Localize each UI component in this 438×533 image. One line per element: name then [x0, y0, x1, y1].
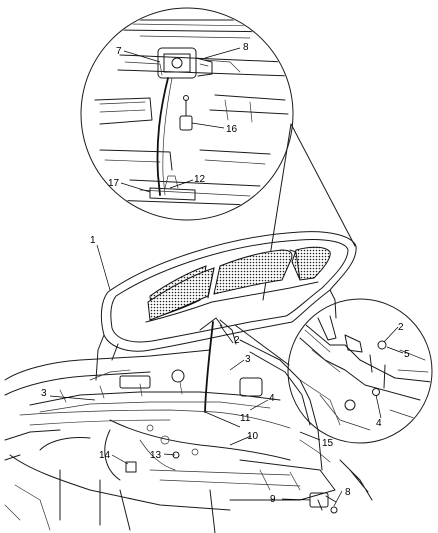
- callout-15: 15: [322, 438, 334, 449]
- callout-11: 11: [240, 413, 251, 424]
- callout-9: 9: [270, 494, 276, 505]
- callout-10: 10: [247, 431, 259, 442]
- callout-labels: 1 2 2 3 3 4 4 5 7 8 8 9 10 11 12 13 14 1…: [41, 42, 410, 505]
- callout-16: 16: [226, 124, 238, 135]
- latch-detail-view: [80, 7, 294, 221]
- leader-lines: [49, 47, 404, 507]
- engine-compartment: [4, 317, 373, 533]
- callout-4-detail: 4: [376, 418, 382, 429]
- callout-3-right: 3: [245, 354, 251, 365]
- callout-1: 1: [90, 235, 96, 246]
- callout-5: 5: [404, 349, 410, 360]
- callout-7: 7: [116, 46, 122, 57]
- callout-14: 14: [99, 450, 111, 461]
- callout-12: 12: [194, 174, 206, 185]
- hood-panel: [95, 231, 357, 381]
- callout-2-main: 2: [234, 335, 240, 346]
- callout-3-left: 3: [41, 388, 47, 399]
- callout-8-detail: 8: [243, 42, 249, 53]
- callout-13: 13: [150, 450, 162, 461]
- callout-8-main: 8: [345, 487, 351, 498]
- callout-4-main: 4: [269, 393, 275, 404]
- callout-17: 17: [108, 178, 120, 189]
- hinge-detail-view: [287, 298, 433, 444]
- callout-2-detail: 2: [398, 322, 404, 333]
